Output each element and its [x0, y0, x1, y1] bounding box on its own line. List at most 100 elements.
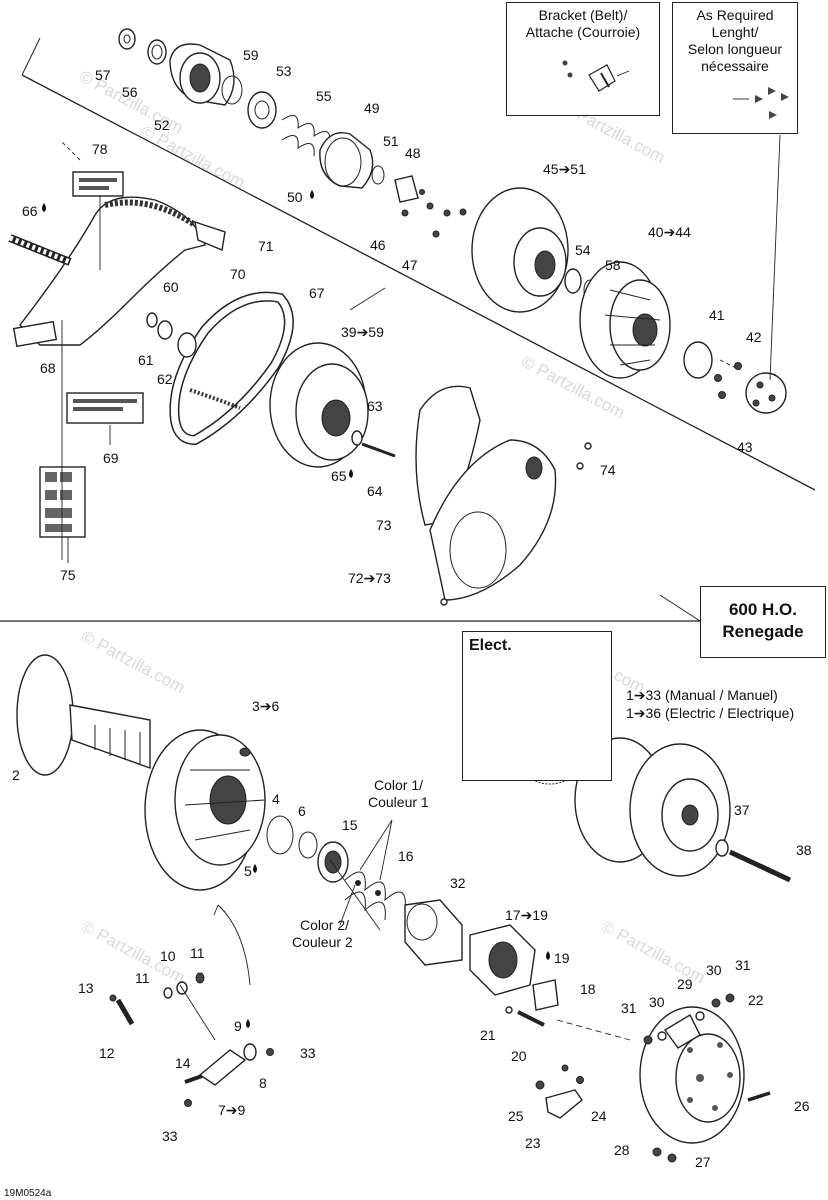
- washer-part: [118, 28, 136, 50]
- callout-74: 74: [600, 462, 616, 478]
- callout-8: 8: [259, 1075, 267, 1091]
- callout-37: 37: [734, 802, 750, 818]
- oil-drop-icon: [253, 864, 257, 873]
- callout-63: 63: [367, 398, 383, 414]
- fixed-half-part: [16, 654, 74, 776]
- callout-47: 47: [402, 257, 418, 273]
- spring-part: [281, 115, 331, 157]
- callout-45-51: 45➔51: [543, 161, 586, 177]
- model-name-line1: 600 H.O.: [728, 600, 798, 619]
- callout-50: 50: [287, 189, 303, 205]
- callout-3-6: 3➔6: [252, 698, 280, 714]
- note-electric: 1➔36 (Electric / Electrique): [626, 705, 794, 721]
- washer-part: [147, 39, 167, 65]
- callout-5: 5: [244, 863, 252, 879]
- bracket-belt-box: Bracket (Belt)/ Attache (Courroie): [506, 2, 660, 116]
- callout-52: 52: [154, 117, 170, 133]
- callout-16: 16: [398, 848, 414, 864]
- spring-part: [344, 871, 406, 921]
- callout-51: 51: [383, 133, 399, 149]
- callout-24: 24: [591, 1108, 607, 1124]
- callout-62: 62: [157, 371, 173, 387]
- electric-start-box: Elect.: [462, 631, 612, 781]
- callout-56: 56: [122, 84, 138, 100]
- callout-68: 68: [40, 360, 56, 376]
- upper-section-diagonal: [21, 74, 816, 491]
- bushing-part: [319, 132, 374, 189]
- callout-27: 27: [695, 1154, 711, 1170]
- sleeve-part: [404, 899, 463, 966]
- section-lines: [0, 37, 816, 622]
- drive-shaft-part: [8, 234, 72, 266]
- callout-31-left: 31: [621, 1000, 637, 1016]
- note-color2-line2: Couleur 2: [292, 934, 353, 950]
- callout-12: 12: [99, 1045, 115, 1061]
- watermark-text: © Partzilla.com: [76, 67, 186, 138]
- leader-lines: [59, 134, 781, 1041]
- callout-33-right: 33: [300, 1045, 316, 1061]
- oil-drop-icon: [42, 203, 46, 212]
- callout-26: 26: [794, 1098, 810, 1114]
- callout-23: 23: [525, 1135, 541, 1151]
- as-required-box: As Required Lenght/ Selon longueur néces…: [672, 2, 798, 134]
- warning-labels: [39, 171, 144, 538]
- callout-71: 71: [258, 238, 274, 254]
- drive-pulley-group: [16, 654, 792, 1163]
- callout-18: 18: [580, 981, 596, 997]
- watermark-text: © Partzilla.com: [78, 627, 188, 698]
- callout-20: 20: [511, 1048, 527, 1064]
- callout-43: 43: [737, 439, 753, 455]
- model-name-line2: Renegade: [722, 622, 804, 641]
- bearing-part: [247, 91, 277, 129]
- callout-66: 66: [22, 203, 38, 219]
- as-required-line4: nécessaire: [701, 58, 769, 74]
- callout-9: 9: [234, 1018, 242, 1034]
- bracket-box-line1: Bracket (Belt)/: [538, 7, 628, 23]
- callout-19: 19: [554, 950, 570, 966]
- oil-drop-icon: [349, 469, 353, 478]
- callout-46: 46: [370, 237, 386, 253]
- callout-65: 65: [331, 468, 347, 484]
- callout-22: 22: [748, 992, 764, 1008]
- callout-72-73: 72➔73: [348, 570, 391, 586]
- callout-28: 28: [614, 1142, 630, 1158]
- driven-pulley-group: [118, 28, 787, 414]
- callout-21: 21: [480, 1027, 496, 1043]
- screws-drawing: [733, 87, 789, 119]
- as-required-line2: Lenght/: [711, 24, 759, 40]
- callout-59: 59: [243, 47, 259, 63]
- callout-30-top: 30: [706, 962, 722, 978]
- callout-70: 70: [230, 266, 246, 282]
- as-required-line1: As Required: [696, 7, 774, 23]
- as-required-line3: Selon longueur: [687, 41, 783, 57]
- sheave-cap-part: [745, 372, 787, 414]
- callout-61: 61: [138, 352, 154, 368]
- callout-6: 6: [298, 803, 306, 819]
- callout-40-44: 40➔44: [648, 224, 691, 240]
- callout-11-right: 11: [190, 945, 205, 961]
- callout-32: 32: [450, 875, 466, 891]
- callout-69: 69: [103, 450, 119, 466]
- callout-57: 57: [95, 67, 111, 83]
- decal-78: [72, 171, 124, 197]
- belt-guard: [8, 196, 226, 348]
- callout-17-19: 17➔19: [505, 907, 548, 923]
- callout-39-59: 39➔59: [341, 324, 384, 340]
- callout-58: 58: [605, 257, 621, 273]
- note-color1-line2: Couleur 1: [368, 794, 429, 810]
- oil-drop-icon: [310, 190, 314, 199]
- callout-67: 67: [309, 285, 325, 301]
- callout-2: 2: [12, 767, 20, 783]
- oil-drop-icon: [246, 1019, 250, 1028]
- callout-54: 54: [575, 242, 591, 258]
- callout-4: 4: [272, 791, 280, 807]
- callout-11-left: 11: [135, 970, 150, 986]
- callout-31-right: 31: [735, 957, 751, 973]
- footer-code: 19M0524a: [4, 1188, 52, 1199]
- lubricant-icons: [42, 190, 550, 1028]
- note-manual: 1➔33 (Manual / Manuel): [626, 687, 778, 703]
- note-color1-line1: Color 1/: [374, 777, 423, 793]
- bracket-parts-drawing: [562, 60, 630, 92]
- callout-48: 48: [405, 145, 421, 161]
